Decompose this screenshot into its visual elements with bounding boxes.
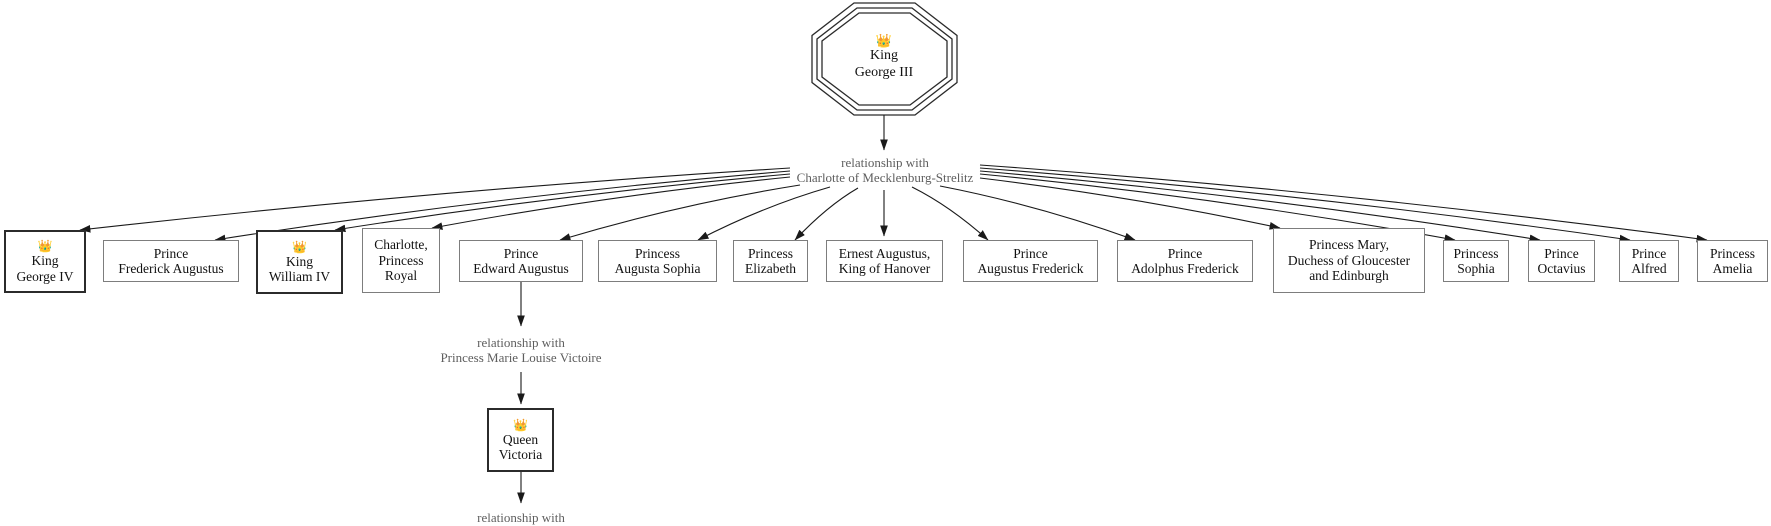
node-label-line: Prince: [153, 245, 189, 261]
node-label-line: Augusta Sophia: [614, 261, 701, 276]
node-charlotte-princess-royal: Charlotte, Princess Royal: [362, 228, 440, 293]
node-label-line: Princess: [635, 245, 680, 261]
crown-icon: 👑: [37, 239, 53, 253]
node-label-line: Elizabeth: [745, 261, 796, 276]
node-label-line: King of Hanover: [838, 261, 931, 276]
node-label-line: Sophia: [1457, 261, 1495, 276]
node-prince-alfred: Prince Alfred: [1619, 240, 1679, 282]
node-label-line: Princess: [1710, 245, 1755, 261]
node-label-line: Prince: [1013, 245, 1048, 261]
node-label-line: Charlotte,: [374, 237, 428, 253]
node-princess-amelia: Princess Amelia: [1697, 240, 1768, 282]
edge-label-line: relationship with: [841, 155, 929, 170]
node-label-line: Victoria: [498, 447, 543, 462]
crown-icon: 👑: [875, 33, 893, 48]
node-label-line: Prince: [1544, 245, 1579, 261]
node-label-line: Frederick Augustus: [118, 261, 224, 276]
node-label-line: King: [31, 253, 59, 268]
edge-to-octavius: [979, 170, 1541, 243]
node-queen-victoria: 👑 Queen Victoria: [487, 408, 554, 472]
node-label-line: Duchess of Gloucester: [1287, 252, 1411, 268]
edge-to-george-iv: [79, 167, 791, 233]
node-prince-frederick-augustus: Prince Frederick Augustus: [103, 240, 239, 282]
crown-icon: 👑: [513, 417, 528, 432]
edge-label-line: relationship with: [477, 510, 565, 525]
node-ernest-augustus-king-of-hanover: Ernest Augustus, King of Hanover: [826, 240, 943, 282]
node-label-line: and Edinburgh: [1309, 268, 1389, 284]
edge-label-line: Charlotte of Mecklenburg-Strelitz: [796, 169, 974, 185]
edge-to-adolphus-frederick: [939, 185, 1136, 241]
node-king-george-iv: 👑 King George IV: [4, 230, 86, 293]
edge-to-elizabeth: [794, 187, 859, 241]
node-prince-octavius: Prince Octavius: [1528, 240, 1595, 282]
edge-to-augustus-frederick: [911, 186, 989, 241]
node-label-line: Princess: [378, 252, 424, 268]
node-label-line: Adolphus Frederick: [1131, 261, 1239, 276]
node-label-line: Prince: [1167, 245, 1203, 261]
edge-label-bottom-partial: relationship with: [401, 510, 641, 526]
node-princess-mary-duchess: Princess Mary, Duchess of Gloucester and…: [1273, 228, 1425, 293]
node-label-line: Ernest Augustus,: [838, 245, 931, 261]
edge-to-princess-mary: [979, 177, 1281, 230]
node-label-line: Amelia: [1712, 261, 1753, 276]
node-label-line: Queen: [502, 431, 539, 447]
node-prince-edward-augustus: Prince Edward Augustus: [459, 240, 583, 282]
node-label-line: George III: [854, 64, 914, 80]
node-label-line: George IV: [16, 268, 74, 284]
node-label-line: Prince: [1631, 245, 1667, 261]
node-label-line: Princess: [748, 245, 793, 261]
edge-label-victoire-relationship: relationship with Princess Marie Louise …: [401, 335, 641, 365]
edge-to-william-iv: [334, 173, 791, 233]
node-label-line: Augustus Frederick: [977, 261, 1084, 276]
edge-to-edward-augustus: [559, 184, 801, 241]
node-princess-elizabeth: Princess Elizabeth: [733, 240, 808, 282]
edge-label-charlotte-relationship: relationship with Charlotte of Mecklenbu…: [725, 155, 1045, 185]
node-label-line: King: [286, 253, 313, 269]
node-prince-augustus-frederick: Prince Augustus Frederick: [963, 240, 1098, 282]
node-label-line: Edward Augustus: [473, 261, 569, 276]
node-king-william-iv: 👑 King William IV: [256, 230, 343, 294]
node-princess-augusta-sophia: Princess Augusta Sophia: [598, 240, 717, 282]
edge-label-line: relationship with: [477, 335, 565, 350]
node-label-line: William IV: [268, 269, 331, 284]
node-label-line: Princess Mary,: [1308, 237, 1390, 253]
node-princess-sophia: Princess Sophia: [1443, 240, 1509, 282]
node-label-line: Royal: [384, 268, 418, 284]
edge-to-augusta-sophia: [697, 186, 831, 241]
node-label-line: Princess: [1453, 245, 1499, 261]
node-label-line: Octavius: [1537, 261, 1586, 276]
node-king-george-iii: 👑 King George III: [809, 27, 959, 87]
node-prince-adolphus-frederick: Prince Adolphus Frederick: [1117, 240, 1253, 282]
node-label-line: King: [870, 48, 898, 63]
node-label-line: Prince: [503, 245, 539, 261]
crown-icon: 👑: [292, 239, 307, 254]
node-label-line: Alfred: [1631, 261, 1667, 276]
edge-label-line: Princess Marie Louise Victoire: [440, 349, 602, 365]
